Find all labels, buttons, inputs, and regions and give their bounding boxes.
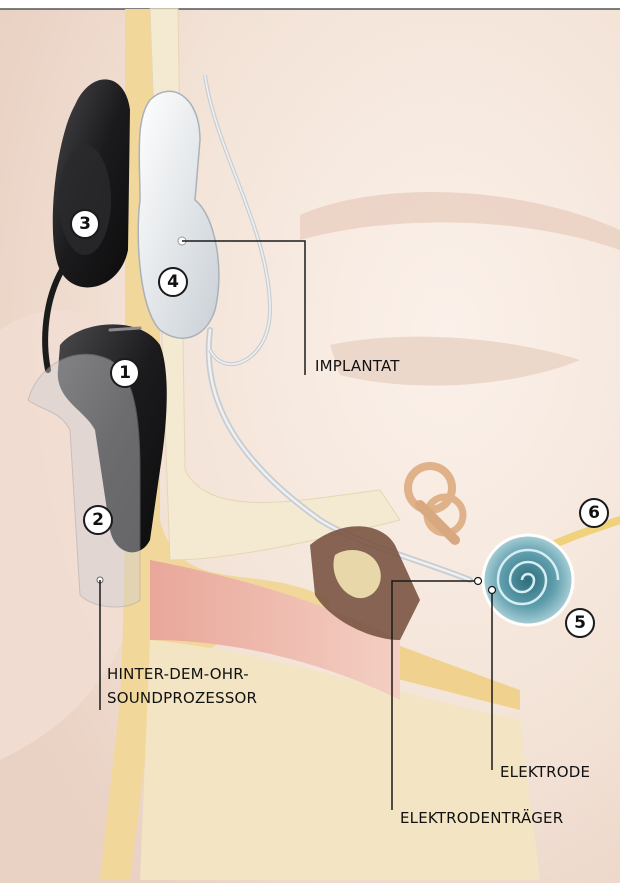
label-elektrode: ELEKTRODE bbox=[500, 760, 590, 784]
label-soundprozessor-line2: SOUNDPROZESSOR bbox=[107, 686, 257, 710]
marker-2: 2 bbox=[83, 505, 113, 535]
marker-4: 4 bbox=[158, 267, 188, 297]
label-soundprozessor-line1: HINTER-DEM-OHR- bbox=[107, 662, 249, 686]
label-implantat: IMPLANTAT bbox=[315, 354, 400, 378]
cochlea bbox=[483, 535, 573, 625]
marker-1: 1 bbox=[110, 358, 140, 388]
marker-6: 6 bbox=[579, 498, 609, 528]
label-elektrodentraeger: ELEKTRODENTRÄGER bbox=[400, 806, 563, 830]
marker-5: 5 bbox=[565, 608, 595, 638]
top-border-line bbox=[0, 0, 620, 9]
marker-3: 3 bbox=[70, 209, 100, 239]
